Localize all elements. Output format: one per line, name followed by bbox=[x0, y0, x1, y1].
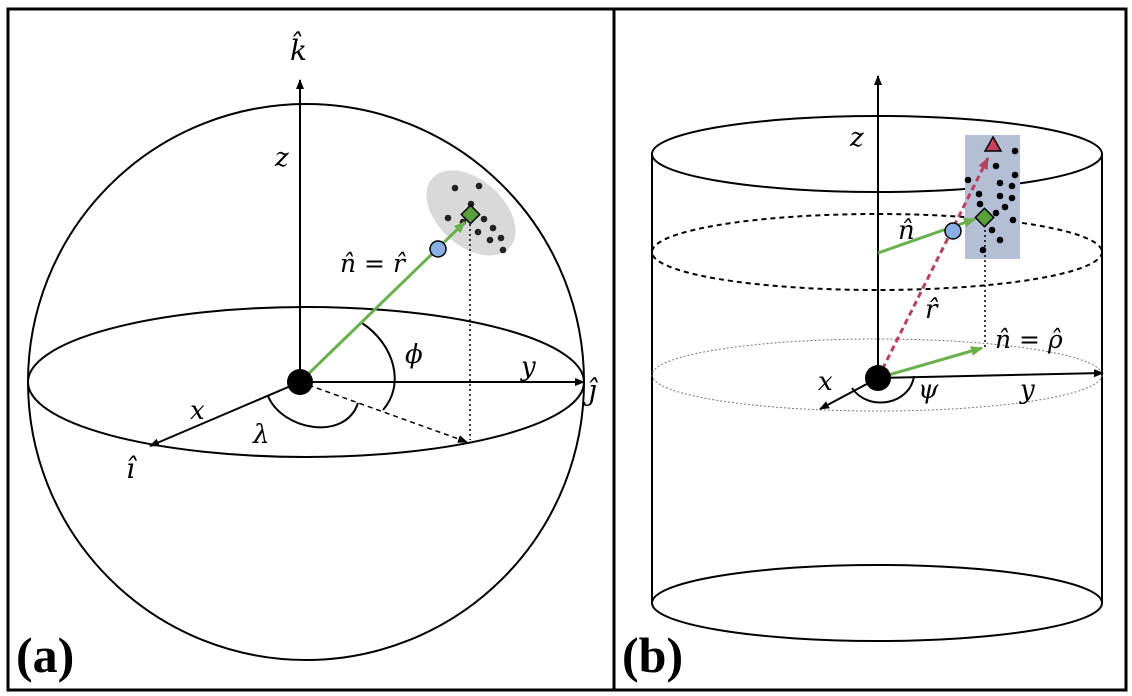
label-y: y bbox=[520, 352, 536, 382]
label-x-b: x bbox=[818, 367, 833, 397]
blue-marker-b bbox=[944, 222, 962, 240]
vector-rho-green bbox=[877, 346, 983, 380]
label-z: z bbox=[274, 143, 289, 173]
red-triangle-marker bbox=[983, 135, 1003, 152]
green-diamond-marker bbox=[460, 204, 481, 225]
green-diamond-marker-b bbox=[974, 207, 995, 228]
label-x: x bbox=[190, 396, 205, 426]
label-n-hat-b: n̂ bbox=[898, 216, 915, 246]
angle-phi-arc bbox=[361, 322, 396, 411]
label-psi: ψ bbox=[918, 375, 939, 405]
panel-a-frame bbox=[6, 7, 616, 692]
label-k-hat: k̂ bbox=[290, 32, 307, 67]
panel-b-tag: (b) bbox=[622, 627, 683, 683]
cylinder-middle-slice bbox=[651, 213, 1103, 291]
cluster-points-b bbox=[964, 147, 1019, 254]
label-n-equals-rho: n̂ = ρ̂ bbox=[995, 325, 1063, 354]
panel-a-tag: (a) bbox=[16, 627, 74, 683]
blue-marker bbox=[429, 240, 447, 258]
label-z-b: z bbox=[849, 123, 864, 153]
origin-point-b bbox=[865, 365, 891, 391]
label-r-hat-b: r̂ bbox=[925, 295, 939, 325]
angle-psi-arc bbox=[851, 375, 915, 404]
panel-a: k̂ ĵ î z y x ϕ λ n̂ = r̂ (a) bbox=[6, 7, 616, 692]
panel-b: z x y ψ n̂ r̂ n̂ = ρ̂ (b) bbox=[612, 7, 1128, 692]
label-n-equals-r: n̂ = r̂ bbox=[340, 249, 407, 278]
origin-point bbox=[287, 369, 313, 395]
label-i-hat: î bbox=[126, 452, 137, 485]
vector-r-dashed bbox=[876, 157, 990, 379]
label-y-b: y bbox=[1019, 375, 1035, 405]
projection-dashed-line bbox=[299, 381, 468, 443]
angle-lambda-arc bbox=[267, 395, 359, 429]
axis-y-line-b bbox=[877, 369, 1104, 379]
axis-i-line bbox=[149, 381, 301, 447]
label-phi: ϕ bbox=[405, 340, 423, 370]
label-lambda: λ bbox=[252, 420, 269, 450]
